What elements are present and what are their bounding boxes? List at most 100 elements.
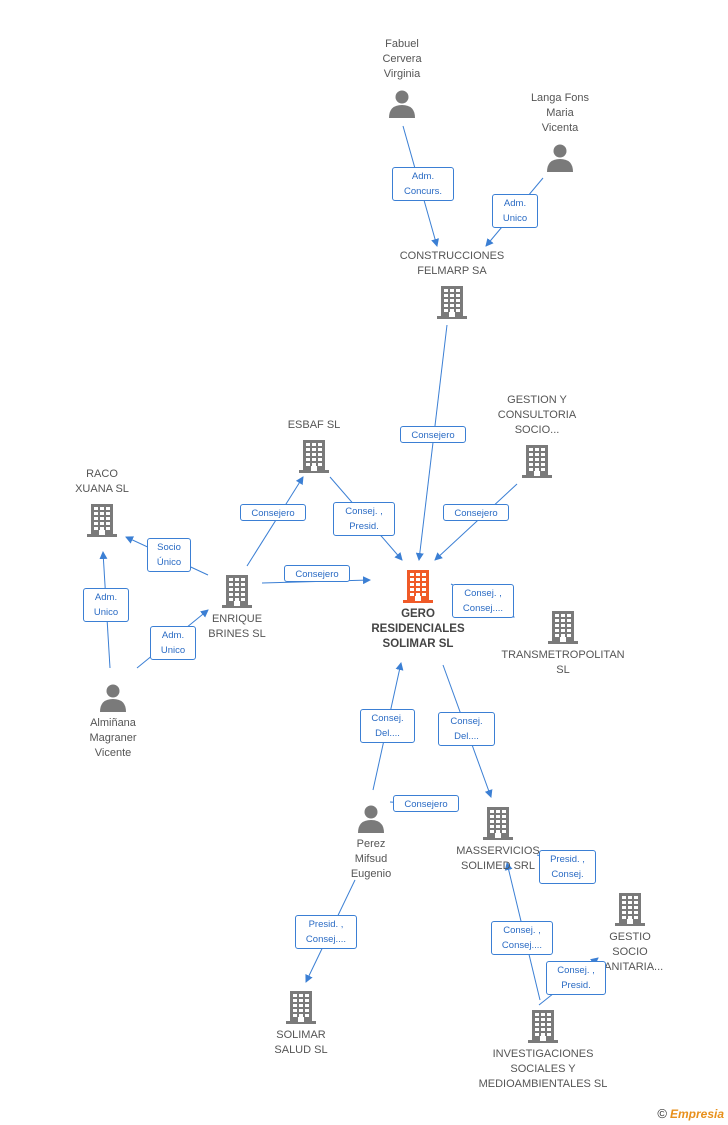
person-icon-fabuel[interactable]	[387, 88, 417, 123]
node-label-transmetro[interactable]: TRANSMETROPOLITAN SL	[498, 648, 628, 678]
node-label-line: SOCIO	[612, 946, 648, 958]
node-label-line: Cervera	[382, 53, 422, 65]
edge-label-e5[interactable]: Consej. ,Presid.	[333, 502, 395, 536]
node-label-line: SANITARIA...	[596, 961, 664, 973]
edge-label-e17[interactable]: Consej. ,Consej....	[491, 921, 553, 955]
edge-label-e2[interactable]: Adm.Unico	[492, 194, 538, 228]
building-icon-gestion[interactable]	[521, 444, 553, 483]
edge-label-e4[interactable]: Consejero	[240, 504, 306, 521]
node-label-line: MASSERVICIOS	[456, 845, 540, 857]
edge-label-line: Adm.	[411, 171, 435, 182]
edge-label-line: Consejero	[411, 430, 455, 441]
node-label-line: SOLIMAR SL	[382, 638, 454, 650]
edge-label-e10[interactable]: Adm. Unico	[83, 588, 129, 622]
building-icon-transmetro[interactable]	[547, 610, 579, 649]
copyright-symbol: ©	[657, 1106, 667, 1121]
edge-line-e4	[246, 476, 304, 567]
edge-label-e13[interactable]: Consej. Del....	[438, 712, 495, 746]
edge-label-line: Consej.	[551, 869, 584, 880]
edge-label-e8[interactable]: Consejero	[284, 565, 350, 582]
edge-line-e6	[434, 483, 518, 561]
building-icon-investigaciones[interactable]	[527, 1009, 559, 1048]
node-label-line: SOCIO...	[514, 424, 560, 436]
node-label-gestion[interactable]: GESTION Y CONSULTORIA SOCIO...	[472, 393, 602, 438]
node-label-masservicios[interactable]: MASSERVICIOS SOLIMED SRL	[433, 844, 563, 874]
node-label-line: Langa Fons	[530, 92, 590, 104]
node-label-gestio[interactable]: GESTIO SOCIO SANITARIA...	[565, 930, 695, 975]
node-label-line: CONSULTORIA	[497, 409, 577, 421]
edge-label-line: Consej....	[305, 934, 347, 945]
node-label-line: MEDIOAMBIENTALES SL	[478, 1078, 608, 1090]
building-icon-gestio[interactable]	[614, 892, 646, 931]
edge-label-line: Concurs.	[403, 186, 442, 197]
person-icon-langa[interactable]	[545, 142, 575, 177]
edge-label-line: Adm.	[161, 630, 185, 641]
node-label-solimar[interactable]: SOLIMAR SALUD SL	[236, 1028, 366, 1058]
building-icon-raco[interactable]	[86, 503, 118, 542]
edge-label-line: Consej. ,	[464, 588, 502, 599]
person-icon-almin[interactable]	[98, 682, 128, 717]
node-label-line: ESBAF SL	[287, 419, 341, 431]
node-label-line: Almiñana	[90, 717, 136, 729]
footer-brand: ©Empresia	[657, 1106, 724, 1121]
edge-label-e14[interactable]: Consejero	[393, 795, 459, 812]
node-label-line: BRINES SL	[208, 628, 266, 640]
edge-label-line: Consej.	[371, 713, 404, 724]
node-label-line: SALUD SL	[274, 1044, 328, 1056]
edge-label-e9[interactable]: Consej. , Consej....	[452, 584, 514, 618]
edge-label-line: Consejero	[251, 508, 295, 519]
building-icon-gero[interactable]	[402, 569, 434, 608]
node-label-line: GERO	[401, 608, 435, 620]
edge-label-e11[interactable]: Adm.Unico	[150, 626, 196, 660]
edge-label-line: Unico	[93, 607, 119, 618]
building-icon-masservicios[interactable]	[482, 806, 514, 845]
edge-label-line: Consejero	[295, 569, 339, 580]
building-icon-construcciones[interactable]	[436, 285, 468, 324]
edge-label-line: Adm.	[94, 592, 118, 603]
edge-label-line: Del....	[454, 731, 479, 742]
edge-label-line: Presid. ,	[550, 854, 585, 865]
brand-logo: Empresia	[669, 1107, 724, 1121]
building-icon-solimar[interactable]	[285, 990, 317, 1029]
edge-label-line: Consej. ,	[345, 506, 383, 517]
edge-label-e12[interactable]: Consej.Del....	[360, 709, 415, 743]
edge-label-e1[interactable]: Adm. Concurs.	[392, 167, 454, 201]
edge-label-line: Socio	[157, 542, 181, 553]
node-label-esbaf[interactable]: ESBAF SL	[249, 418, 379, 433]
node-label-line: SOLIMAR	[276, 1029, 326, 1041]
building-icon-enrique[interactable]	[221, 574, 253, 613]
edge-label-e6[interactable]: Consejero	[443, 504, 509, 521]
node-label-line: GESTION Y	[507, 394, 567, 406]
edge-label-line: Consej....	[462, 603, 504, 614]
edge-label-line: Único	[156, 557, 182, 568]
node-label-line: GESTIO	[609, 931, 651, 943]
edge-label-line: Presid. ,	[308, 919, 344, 930]
edge-label-line: Consej.	[450, 716, 483, 727]
edge-label-e15[interactable]: Presid. , Consej.	[539, 850, 596, 884]
edge-label-e3[interactable]: Consejero	[400, 426, 466, 443]
node-label-line: ENRIQUE	[211, 613, 263, 625]
node-label-line: XUANA SL	[75, 483, 129, 495]
node-label-enrique[interactable]: ENRIQUE BRINES SL	[172, 612, 302, 642]
person-icon-perez[interactable]	[356, 803, 386, 838]
node-label-line: FELMARP SA	[417, 265, 487, 277]
building-icon-esbaf[interactable]	[298, 439, 330, 478]
edge-label-e16[interactable]: Presid. , Consej....	[295, 915, 357, 949]
edge-label-line: Consej. ,	[557, 965, 595, 976]
edge-label-e18[interactable]: Consej. ,Presid.	[546, 961, 606, 995]
node-label-line: Mifsud	[354, 853, 388, 865]
node-label-line: Fabuel	[385, 38, 419, 50]
node-label-line: TRANSMETROPOLITAN SL	[501, 649, 625, 676]
node-label-line: SOLIMED SRL	[461, 860, 535, 872]
node-label-line: Magraner	[89, 732, 137, 744]
